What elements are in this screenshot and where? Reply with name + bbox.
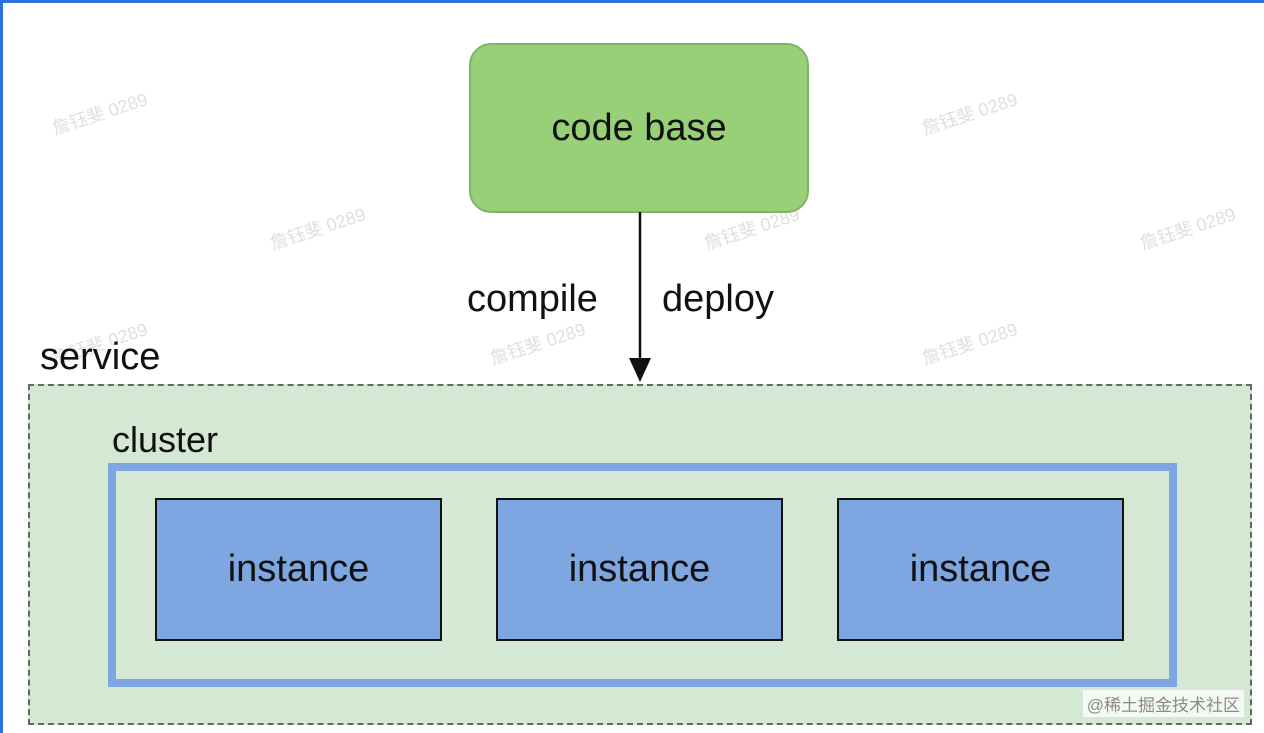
instance-node: instance	[155, 498, 442, 641]
deploy-label: deploy	[662, 278, 774, 320]
deploy-arrow	[629, 212, 651, 382]
cluster-container	[108, 463, 1177, 687]
deploy-arrow-head	[629, 358, 651, 382]
instance-label: instance	[227, 548, 370, 590]
watermark-text: 詹钰斐 0289	[487, 319, 589, 369]
service-label: service	[40, 336, 161, 378]
code-base-node: code base	[469, 43, 809, 213]
instance-label: instance	[909, 548, 1052, 590]
instance-label: instance	[568, 548, 711, 590]
watermark-text: 詹钰斐 0289	[49, 89, 151, 139]
watermark-text: 詹钰斐 0289	[919, 319, 1021, 369]
frame-top-edge	[0, 0, 1264, 3]
watermark-text: 詹钰斐 0289	[1137, 204, 1239, 254]
watermark-text: 詹钰斐 0289	[267, 204, 369, 254]
instance-node: instance	[837, 498, 1124, 641]
compile-label: compile	[467, 278, 598, 320]
source-credit: @稀土掘金技术社区	[1082, 690, 1244, 717]
cluster-label: cluster	[112, 419, 219, 460]
code-base-label: code base	[551, 106, 727, 149]
instance-node: instance	[496, 498, 783, 641]
frame-left-edge	[0, 0, 3, 733]
watermark-text: 詹钰斐 0289	[919, 89, 1021, 139]
